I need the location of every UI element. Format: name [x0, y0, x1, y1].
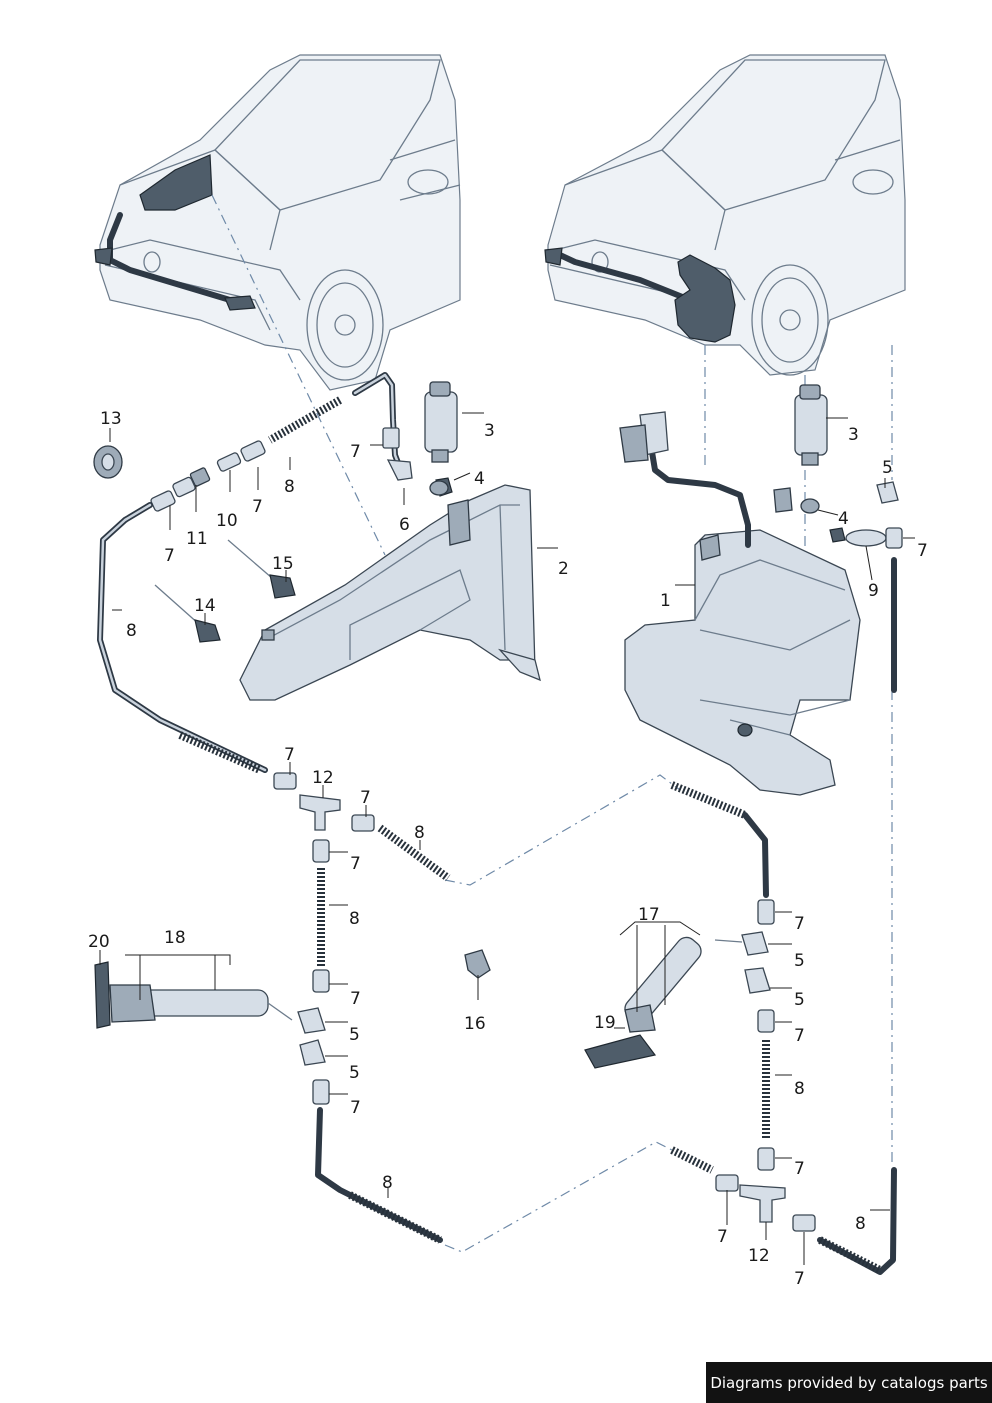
footer-credit: Diagrams provided by catalogs parts [706, 1362, 992, 1403]
clip-16 [464, 949, 491, 979]
callout-labels: 13 3 4 7 8 7 10 11 6 7 2 15 14 8 7 12 7 … [88, 409, 928, 1289]
callout-2: 2 [558, 559, 569, 579]
callout-7-k: 7 [794, 1026, 805, 1046]
callout-10: 10 [216, 511, 238, 531]
callout-7-j: 7 [794, 914, 805, 934]
washer-pump-right [794, 384, 828, 466]
t-junction-lower [670, 1146, 816, 1232]
callout-7-h: 7 [350, 1098, 361, 1118]
callout-9: 9 [868, 581, 879, 601]
headlamp-washer-nozzle-right [584, 936, 743, 1069]
callout-7-m: 7 [717, 1227, 728, 1247]
callout-15: 15 [272, 554, 294, 574]
callout-14: 14 [194, 596, 216, 616]
callout-7-c: 7 [164, 546, 175, 566]
callout-3-left: 3 [484, 421, 495, 441]
callout-8-b: 8 [126, 621, 137, 641]
callout-5-a: 5 [349, 1025, 360, 1045]
callout-7-i: 7 [917, 541, 928, 561]
washer-pump-left [424, 381, 458, 497]
callout-16: 16 [464, 1014, 486, 1034]
callout-3-right: 3 [848, 425, 859, 445]
fitting-chain-left-top [150, 440, 266, 512]
callout-7-d: 7 [284, 745, 295, 765]
hose-left-top [268, 372, 413, 481]
callout-8-f: 8 [794, 1079, 805, 1099]
callout-5-d: 5 [794, 951, 805, 971]
car-illustration-left [94, 54, 461, 391]
callout-7-g: 7 [350, 989, 361, 1009]
grommet-left [429, 480, 449, 496]
callout-20: 20 [88, 932, 110, 952]
callout-5-e: 5 [794, 990, 805, 1010]
callout-13: 13 [100, 409, 122, 429]
hose-left-long [97, 502, 268, 774]
callout-8-c: 8 [414, 823, 425, 843]
callout-18: 18 [164, 928, 186, 948]
t-junction-upper [273, 772, 451, 993]
callout-5-b: 5 [349, 1063, 360, 1083]
callout-4-right: 4 [838, 509, 849, 529]
callout-8-d: 8 [349, 909, 360, 929]
callout-19: 19 [594, 1013, 616, 1033]
callout-17: 17 [638, 905, 660, 925]
callout-7-a: 7 [350, 442, 361, 462]
callout-5-c: 5 [882, 458, 893, 478]
grommet-right [800, 498, 820, 514]
callout-11: 11 [186, 529, 208, 549]
callout-8-a: 8 [284, 477, 295, 497]
clip-13 [93, 445, 123, 479]
hose-right-vertical [817, 481, 903, 1275]
callout-12-b: 12 [748, 1246, 770, 1266]
callout-7-f: 7 [350, 854, 361, 874]
car-illustration-right [544, 54, 906, 376]
callout-7-b: 7 [252, 497, 263, 517]
hose-right-middle [670, 781, 775, 1171]
cable-ties [154, 539, 296, 643]
callout-leaders [99, 412, 915, 1265]
callout-7-n: 7 [794, 1269, 805, 1289]
headlamp-washer-nozzle-left [94, 961, 293, 1029]
callout-8-g: 8 [855, 1214, 866, 1234]
filler-neck-right [619, 411, 751, 548]
washer-fluid-reservoir-left [239, 484, 541, 701]
washer-fluid-reservoir-right [624, 487, 861, 796]
callout-8-e: 8 [382, 1173, 393, 1193]
callout-6: 6 [399, 515, 410, 535]
callout-7-l: 7 [794, 1159, 805, 1179]
leader-lines [211, 194, 893, 1253]
clamp-right [829, 527, 887, 547]
callout-4-left: 4 [474, 469, 485, 489]
callout-12-a: 12 [312, 768, 334, 788]
callout-7-e: 7 [360, 788, 371, 808]
callout-1: 1 [660, 591, 671, 611]
connectors-lower-left [297, 1007, 443, 1244]
